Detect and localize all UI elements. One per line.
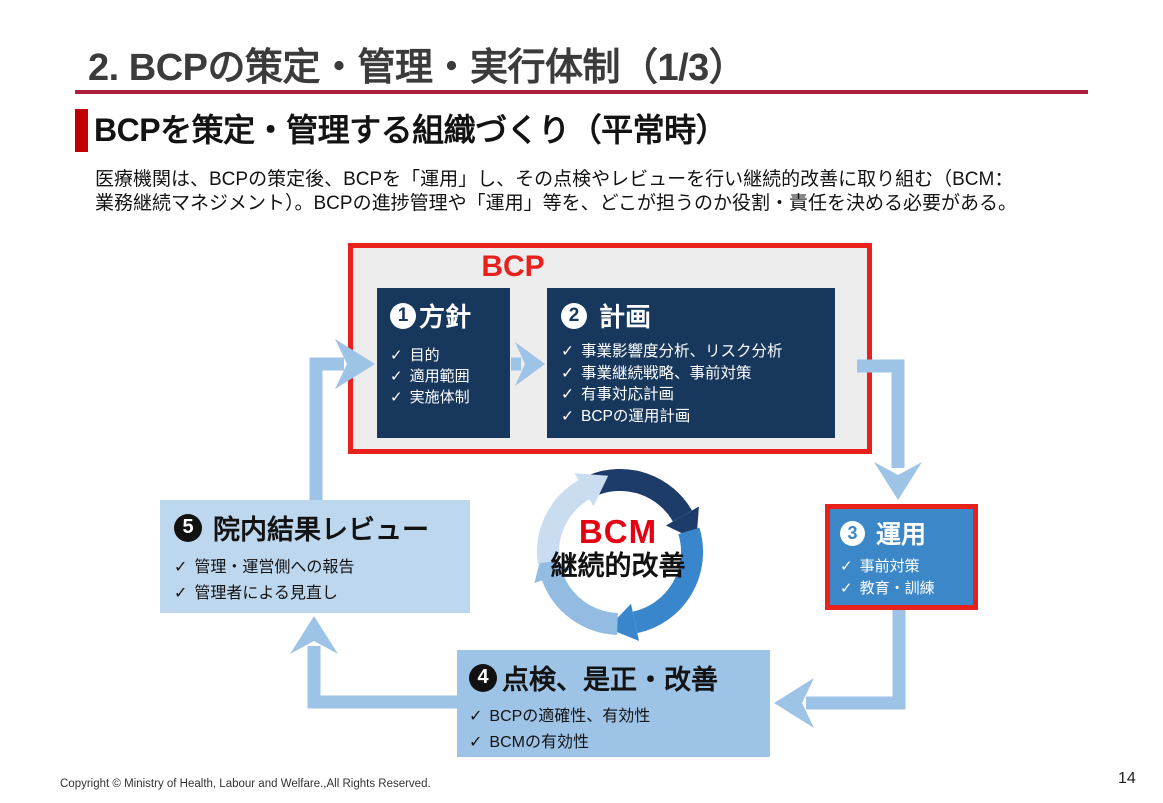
section-heading: BCPを策定・管理する組織づくり（平常時） xyxy=(94,112,728,148)
check-icon: ✓ xyxy=(174,585,188,602)
step-5-review-box: 5 院内結果レビュー ✓ 管理・運営側への報告 ✓ 管理者による見直し xyxy=(160,500,470,613)
step-5-item: 管理・運営側への報告 xyxy=(194,559,355,576)
check-icon: ✓ xyxy=(840,580,853,597)
bcm-label: BCM xyxy=(578,513,658,550)
step-4-item: BCMの有効性 xyxy=(489,734,589,751)
page-number: 14 xyxy=(1118,770,1136,787)
section-accent-bar xyxy=(75,109,88,152)
footer-copyright: Copyright © Ministry of Health, Labour a… xyxy=(60,778,431,790)
step-5-item: 管理者による見直し xyxy=(194,585,338,602)
step-3-title-row: 3 運用 xyxy=(840,515,973,551)
step-2-item: BCPの運用計画 xyxy=(581,407,691,425)
connector-check-to-review xyxy=(307,646,457,709)
bcm-cycle-graphic xyxy=(534,468,704,641)
cycle-arc-left xyxy=(537,480,590,564)
step-4-title: 点検、是正・改善 xyxy=(502,665,718,695)
bcm-cycle-labels: BCM 継続的改善 xyxy=(493,514,743,582)
intro-paragraph: 医療機関は、BCPの策定後、BCPを「運用」し、その点検やレビューを行い継続的改… xyxy=(95,168,1017,215)
check-icon: ✓ xyxy=(561,364,574,382)
step-1-number-badge: 1 xyxy=(390,302,416,329)
step-2-item: 事業継続戦略、事前対策 xyxy=(581,364,752,382)
step-3-operation-box: 3 運用 ✓ 事前対策 ✓ 教育・訓練 xyxy=(825,504,978,610)
step-4-number-badge: 4 xyxy=(469,663,497,692)
intro-line-1: 医療機関は、BCPの策定後、BCPを「運用」し、その点検やレビューを行い継続的改… xyxy=(95,169,1014,190)
check-icon: ✓ xyxy=(840,558,853,575)
step-3-items: ✓ 事前対策 ✓ 教育・訓練 xyxy=(840,556,973,600)
step-1-item: 目的 xyxy=(409,347,440,364)
page-title: 2. BCPの策定・管理・実行体制（1/3） xyxy=(88,47,747,89)
check-icon: ✓ xyxy=(561,386,574,403)
title-underline xyxy=(75,90,1088,94)
check-icon: ✓ xyxy=(390,389,403,406)
check-icon: ✓ xyxy=(174,559,188,576)
cycle-arrowhead-right xyxy=(607,603,639,641)
step-2-plan-box: 2 計画 ✓ 事業影響度分析、リスク分析 ✓ 事業継続戦略、事前対策 ✓ 有事対応計画… xyxy=(547,288,835,438)
check-icon: ✓ xyxy=(390,347,403,364)
step-1-policy-box: 1 方針 ✓ 目的 ✓ 適用範囲 ✓ 実施体制 xyxy=(377,288,510,438)
intro-line-2: 業務継続マネジメント）。BCPの進捗管理や「運用」等を、どこが担うのか役割・責任… xyxy=(95,192,1017,214)
step-1-title-row: 1 方針 xyxy=(390,297,510,334)
step-2-item: 事業影響度分析、リスク分析 xyxy=(581,343,783,360)
cycle-arc-top xyxy=(588,468,692,522)
step-1-items: ✓ 目的 ✓ 適用範囲 ✓ 実施体制 xyxy=(390,345,510,408)
step-1-item: 実施体制 xyxy=(409,389,470,406)
connector-review-to-policy xyxy=(309,357,344,500)
step-2-title: 計画 xyxy=(599,302,652,332)
step-2-item: 有事対応計画 xyxy=(581,386,675,403)
arrowhead-up-into-review xyxy=(290,616,338,654)
check-icon: ✓ xyxy=(561,343,574,360)
step-4-items: ✓ BCPの適確性、有効性 ✓ BCMの有効性 xyxy=(469,704,770,756)
step-2-number-badge: 2 xyxy=(561,302,587,329)
step-2-items: ✓ 事業影響度分析、リスク分析 ✓ 事業継続戦略、事前対策 ✓ 有事対応計画 ✓ BCP… xyxy=(561,341,835,427)
check-icon: ✓ xyxy=(561,407,574,425)
cycle-arrowhead-left xyxy=(574,473,609,507)
step-5-items: ✓ 管理・運営側への報告 ✓ 管理者による見直し xyxy=(174,555,470,607)
step-5-number-badge: 5 xyxy=(174,513,202,542)
step-1-title: 方針 xyxy=(419,302,472,332)
arrowhead-left-into-check xyxy=(774,678,814,728)
check-icon: ✓ xyxy=(469,708,483,725)
cycle-arc-bottom xyxy=(541,572,619,635)
step-3-item: 教育・訓練 xyxy=(859,580,935,597)
step-1-item: 適用範囲 xyxy=(409,368,470,385)
step-4-item: BCPの適確性、有効性 xyxy=(489,708,651,725)
check-icon: ✓ xyxy=(390,368,403,385)
step-3-title: 運用 xyxy=(876,521,927,549)
arrowhead-down-into-operation xyxy=(874,462,922,500)
step-3-number-badge: 3 xyxy=(840,520,865,546)
step-3-item: 事前対策 xyxy=(859,558,920,575)
step-5-title: 院内結果レビュー xyxy=(213,515,429,545)
check-icon: ✓ xyxy=(469,734,483,751)
connector-operation-to-check xyxy=(806,610,906,710)
step-5-title-row: 5 院内結果レビュー xyxy=(174,508,470,547)
cycle-arc-right xyxy=(632,527,704,634)
step-4-title-row: 4 点検、是正・改善 xyxy=(469,658,770,697)
continuous-improvement-label: 継続的改善 xyxy=(550,551,686,581)
step-4-check-box: 4 点検、是正・改善 ✓ BCPの適確性、有効性 ✓ BCMの有効性 xyxy=(457,650,770,757)
bcp-group-label: BCP xyxy=(481,250,545,283)
step-2-title-row: 2 計画 xyxy=(561,297,835,334)
